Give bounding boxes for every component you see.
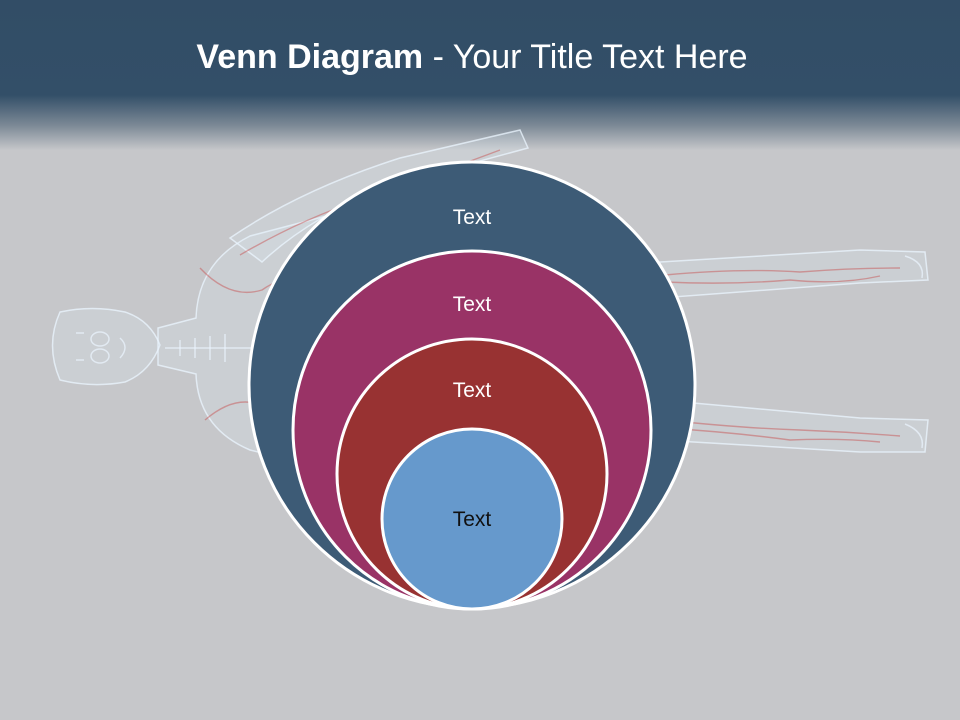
ring-third-label: Text [453, 379, 492, 402]
ring-second-label: Text [453, 293, 492, 316]
ring-inner-label: Text [453, 508, 492, 531]
title-bar [0, 0, 960, 150]
ring-inner [380, 427, 564, 611]
title-bold: Venn Diagram [196, 38, 424, 76]
slide-title: Venn Diagram - Your Title Text Here [0, 38, 944, 77]
ring-outer-label: Text [453, 206, 492, 229]
title-rest: - Your Title Text Here [423, 38, 748, 76]
